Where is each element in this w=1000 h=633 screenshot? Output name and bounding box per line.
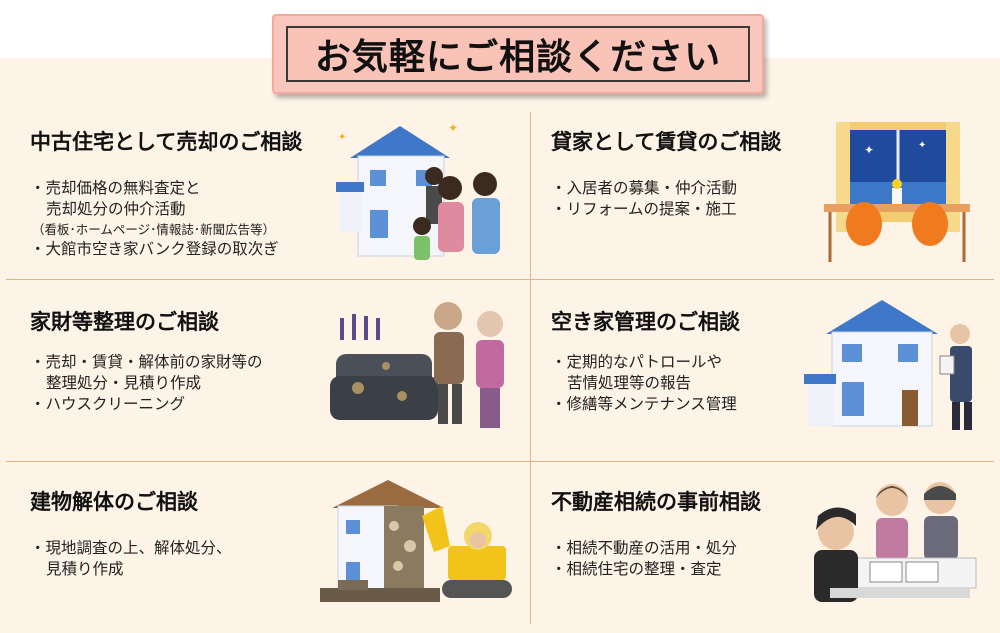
section-used-house-sale: 中古住宅として売却のご相談 ・売却価格の無料査定と 売却処分の仲介活動 （看板･… bbox=[30, 126, 520, 296]
house-inspector-illustration bbox=[804, 300, 972, 430]
list-item: ・売却・賃貸・解体前の家財等の bbox=[30, 353, 263, 371]
section-title: 不動産相続の事前相談 bbox=[551, 490, 761, 514]
section-vacant-house-management: 空き家管理のご相談 ・定期的なパトロールや 苦情処理等の報告 ・修繕等メンテナン… bbox=[551, 306, 1000, 476]
section-rental: 貸家として賃貸のご相談 ・入居者の募集・仲介活動 ・リフォームの提案・施工 bbox=[551, 126, 1000, 296]
list-item: 苦情処理等の報告 bbox=[567, 374, 692, 392]
list-item: ・相続住宅の整理・査定 bbox=[551, 560, 722, 578]
list-item: ・相続不動産の活用・処分 bbox=[551, 539, 738, 557]
list-item: 見積り作成 bbox=[46, 560, 124, 578]
section-title: 建物解体のご相談 bbox=[30, 490, 198, 514]
room-window-illustration: ✦ ✦ bbox=[824, 122, 970, 262]
list-item: 売却処分の仲介活動 bbox=[46, 200, 186, 218]
list-item: ・売却価格の無料査定と bbox=[30, 179, 201, 197]
section-list: ・定期的なパトロールや 苦情処理等の報告 ・修繕等メンテナンス管理 bbox=[551, 352, 737, 415]
section-title: 空き家管理のご相談 bbox=[551, 310, 740, 334]
svg-text:✦: ✦ bbox=[864, 143, 874, 157]
section-title: 家財等整理のご相談 bbox=[30, 310, 219, 334]
title-frame: お気軽にご相談ください bbox=[286, 26, 750, 82]
demolition-excavator-illustration bbox=[320, 480, 512, 602]
old-sofa-couple-illustration bbox=[330, 302, 504, 428]
section-household-goods: 家財等整理のご相談 ・売却・賃貸・解体前の家財等の 整理処分・見積り作成 ・ハウ… bbox=[30, 306, 520, 476]
list-item-note: （看板･ホームページ･情報誌･新聞広告等） bbox=[32, 222, 276, 237]
list-item: ・定期的なパトロールや bbox=[551, 353, 722, 371]
list-item: ・現地調査の上、解体処分、 bbox=[30, 539, 232, 557]
title-banner: お気軽にご相談ください bbox=[272, 14, 764, 94]
section-title: 貸家として賃貸のご相談 bbox=[551, 130, 782, 154]
section-list: ・入居者の募集・仲介活動 ・リフォームの提案・施工 bbox=[551, 178, 737, 220]
section-list: ・売却価格の無料査定と 売却処分の仲介活動 （看板･ホームページ･情報誌･新聞広… bbox=[30, 178, 279, 260]
row-divider-2 bbox=[6, 461, 994, 462]
list-item: ・大館市空き家バンク登録の取次ぎ bbox=[30, 240, 279, 258]
section-inheritance-consultation: 不動産相続の事前相談 ・相続不動産の活用・処分 ・相続住宅の整理・査定 bbox=[551, 486, 1000, 633]
list-item: 整理処分・見積り作成 bbox=[46, 374, 202, 392]
section-list: ・現地調査の上、解体処分、 見積り作成 bbox=[30, 538, 232, 580]
section-list: ・売却・賃貸・解体前の家財等の 整理処分・見積り作成 ・ハウスクリーニング bbox=[30, 352, 263, 415]
section-title: 中古住宅として売却のご相談 bbox=[30, 130, 303, 154]
svg-text:✦: ✦ bbox=[338, 132, 346, 143]
house-family-illustration: ✦ ✦ bbox=[336, 121, 500, 260]
section-demolition: 建物解体のご相談 ・現地調査の上、解体処分、 見積り作成 bbox=[30, 486, 520, 633]
page-title: お気軽にご相談ください bbox=[314, 37, 722, 78]
list-item: ・ハウスクリーニング bbox=[30, 395, 186, 413]
row-divider-1 bbox=[6, 279, 994, 280]
consultation-desk-illustration bbox=[814, 482, 977, 602]
list-item: ・リフォームの提案・施工 bbox=[551, 200, 737, 218]
column-divider bbox=[530, 112, 531, 624]
list-item: ・修繕等メンテナンス管理 bbox=[551, 395, 737, 413]
svg-text:✦: ✦ bbox=[918, 140, 926, 151]
list-item: ・入居者の募集・仲介活動 bbox=[551, 179, 738, 197]
svg-text:✦: ✦ bbox=[448, 121, 458, 135]
section-list: ・相続不動産の活用・処分 ・相続住宅の整理・査定 bbox=[551, 538, 737, 580]
